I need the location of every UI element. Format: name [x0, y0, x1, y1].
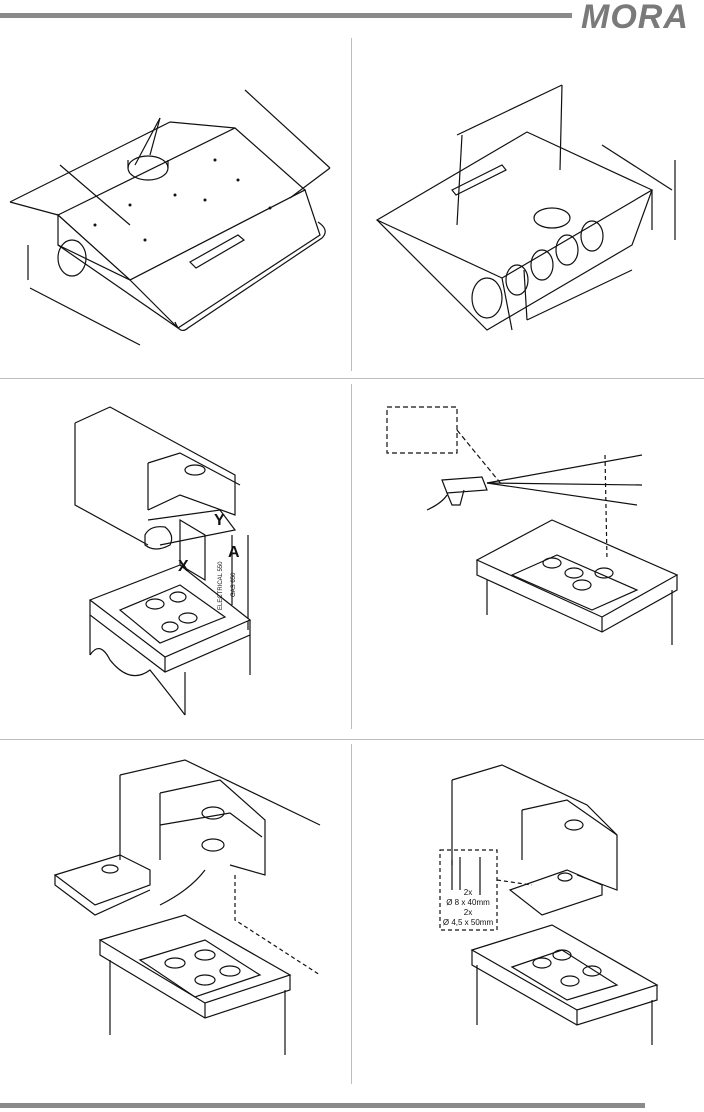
header-rule [0, 13, 572, 18]
figure-insert-hood [0, 745, 350, 1085]
label-gas: GAS 650 [231, 572, 237, 597]
label-y: Y [214, 512, 225, 529]
grid-divider [0, 739, 704, 740]
screw-size-1: Ø 8 x 40mm [446, 898, 490, 907]
screw-qty-2: 2x [464, 908, 472, 917]
figure-hood-dimensions-rear [352, 40, 704, 375]
label-x: X [178, 558, 189, 575]
screw-size-2: Ø 4,5 x 50mm [443, 918, 494, 927]
label-electrical: ELECTRICAL 550 [218, 561, 224, 610]
footer-rule [0, 1103, 645, 1108]
figure-hood-dimensions-front [0, 40, 350, 375]
brand-logo: MORA [581, 0, 689, 37]
grid-divider [0, 378, 704, 379]
screw-qty-1: 2x [464, 888, 472, 897]
figure-drilling [352, 385, 704, 735]
label-a: A [228, 544, 240, 561]
figure-mounting-height: Y A X ELECTRICAL 550 GAS 650 [0, 385, 350, 735]
figure-fix-screws: 2x Ø 8 x 40mm 2x Ø 4,5 x 50mm [352, 745, 704, 1085]
